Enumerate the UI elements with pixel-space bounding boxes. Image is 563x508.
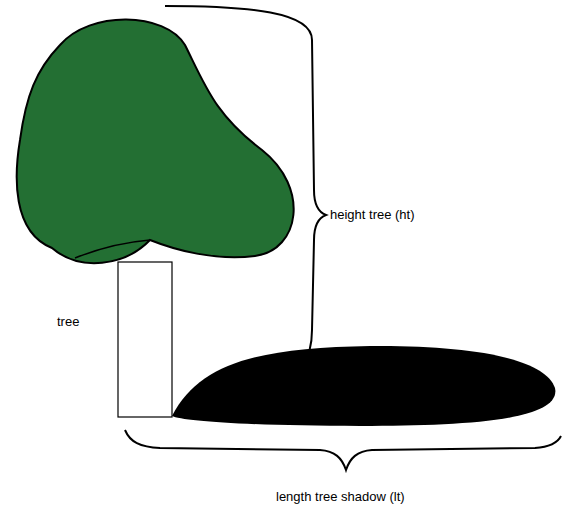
part-label: tree	[57, 314, 79, 330]
canopy-line	[75, 240, 150, 258]
length-brace	[125, 430, 561, 470]
tree-trunk	[118, 262, 172, 417]
tree-shadow	[172, 346, 555, 426]
height-brace	[165, 6, 326, 396]
dimension-label: height tree (ht)	[330, 207, 415, 223]
dimension-label: length tree shadow (lt)	[276, 489, 405, 505]
tree-canopy	[17, 19, 294, 263]
